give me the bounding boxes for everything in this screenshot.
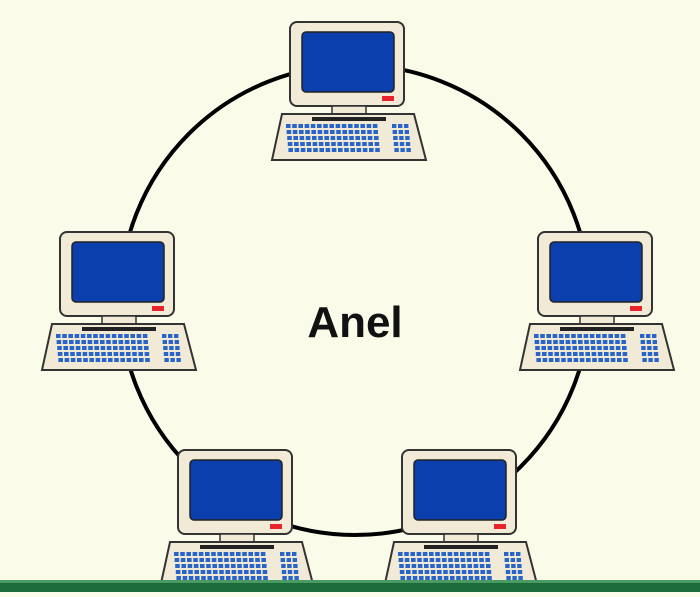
computer-right — [518, 231, 676, 371]
computer-bottom-left — [158, 449, 316, 589]
screen — [71, 241, 165, 303]
power-led — [270, 524, 282, 529]
computer-top — [270, 21, 428, 161]
keyboard-keys — [534, 334, 659, 362]
keyboard-keys — [56, 334, 181, 362]
keyboard-keys — [286, 124, 411, 152]
keyboard-top-strip — [82, 327, 156, 331]
screen — [549, 241, 643, 303]
keyboard-top-strip — [424, 545, 498, 549]
monitor-stand — [579, 315, 615, 325]
keyboard-keys — [398, 552, 523, 580]
screen — [189, 459, 283, 521]
power-led — [494, 524, 506, 529]
topology-label: Anel — [307, 298, 402, 347]
bottom-bar-highlight — [0, 580, 700, 583]
power-led — [152, 306, 164, 311]
bottom-bar — [0, 582, 700, 592]
keyboard-keys — [174, 552, 299, 580]
computer-bottom-right — [382, 449, 540, 589]
monitor-stand — [101, 315, 137, 325]
monitor-stand — [331, 105, 367, 115]
power-led — [630, 306, 642, 311]
keyboard-top-strip — [312, 117, 386, 121]
monitor-stand — [443, 533, 479, 543]
keyboard-top-strip — [560, 327, 634, 331]
computer-left — [40, 231, 198, 371]
screen — [301, 31, 395, 93]
keyboard-top-strip — [200, 545, 274, 549]
monitor-stand — [219, 533, 255, 543]
power-led — [382, 96, 394, 101]
screen — [413, 459, 507, 521]
